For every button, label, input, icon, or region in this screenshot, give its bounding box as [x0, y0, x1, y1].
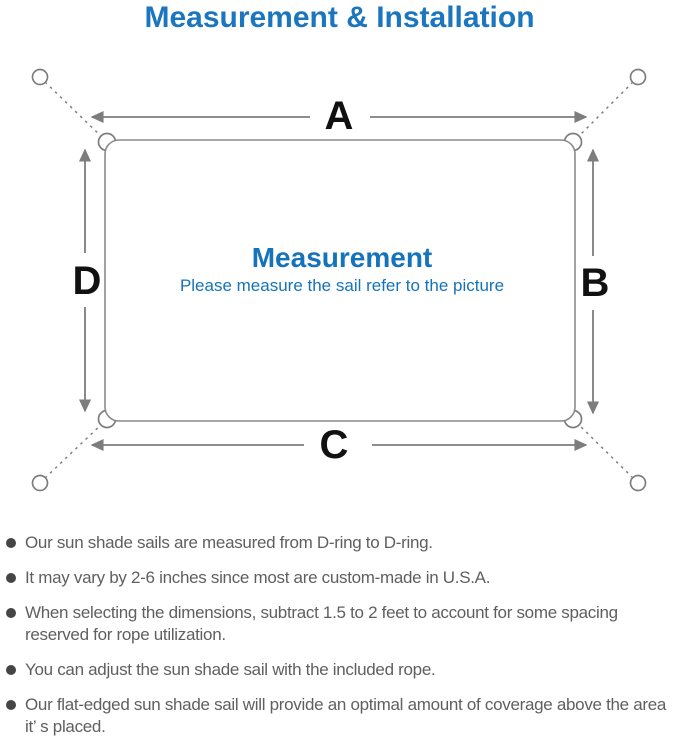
- sail-center-caption: Please measure the sail refer to the pic…: [180, 276, 504, 295]
- dimension-label-b: B: [581, 261, 610, 305]
- dimension-arrows: [78, 110, 600, 452]
- anchor-ring-bottom-right: [629, 474, 647, 492]
- bullet-icon: [6, 665, 16, 675]
- note-item-vary-inches: It may vary by 2-6 inches since most are…: [6, 567, 675, 589]
- dimension-label-a: A: [325, 94, 354, 138]
- rope-line-top-right: [575, 81, 634, 140]
- bullet-icon: [6, 538, 16, 548]
- anchor-ring-top-right: [629, 68, 647, 86]
- dimension-label-d: D: [73, 259, 102, 303]
- bullet-icon: [6, 573, 16, 583]
- measurement-diagram: A B C D Measurement Please measure the s…: [31, 68, 647, 492]
- note-item-adjust-rope: You can adjust the sun shade sail with t…: [6, 659, 675, 681]
- anchor-rings: [31, 68, 647, 492]
- sail-center-heading: Measurement: [252, 242, 433, 273]
- rope-line-bottom-left: [44, 421, 105, 479]
- note-text: When selecting the dimensions, subtract …: [25, 603, 618, 644]
- rope-line-top-left: [44, 81, 105, 140]
- note-text: It may vary by 2-6 inches since most are…: [25, 568, 491, 587]
- note-item-subtract-feet: When selecting the dimensions, subtract …: [6, 602, 675, 646]
- note-text: You can adjust the sun shade sail with t…: [25, 660, 436, 679]
- bullet-icon: [6, 608, 16, 618]
- anchor-ring-top-left: [31, 68, 49, 86]
- note-text: Our flat-edged sun shade sail will provi…: [25, 695, 667, 736]
- bullet-icon: [6, 700, 16, 710]
- rope-line-bottom-right: [575, 421, 634, 479]
- anchor-ring-bottom-left: [31, 474, 49, 492]
- dimension-label-c: C: [320, 423, 349, 467]
- page-title: Measurement & Installation: [144, 1, 535, 34]
- note-text: Our sun shade sails are measured from D-…: [25, 533, 433, 552]
- note-item-measured-d-ring: Our sun shade sails are measured from D-…: [6, 532, 675, 554]
- sail-outline: [104, 139, 576, 422]
- note-item-coverage: Our flat-edged sun shade sail will provi…: [6, 694, 675, 738]
- notes-list: Our sun shade sails are measured from D-…: [0, 528, 679, 739]
